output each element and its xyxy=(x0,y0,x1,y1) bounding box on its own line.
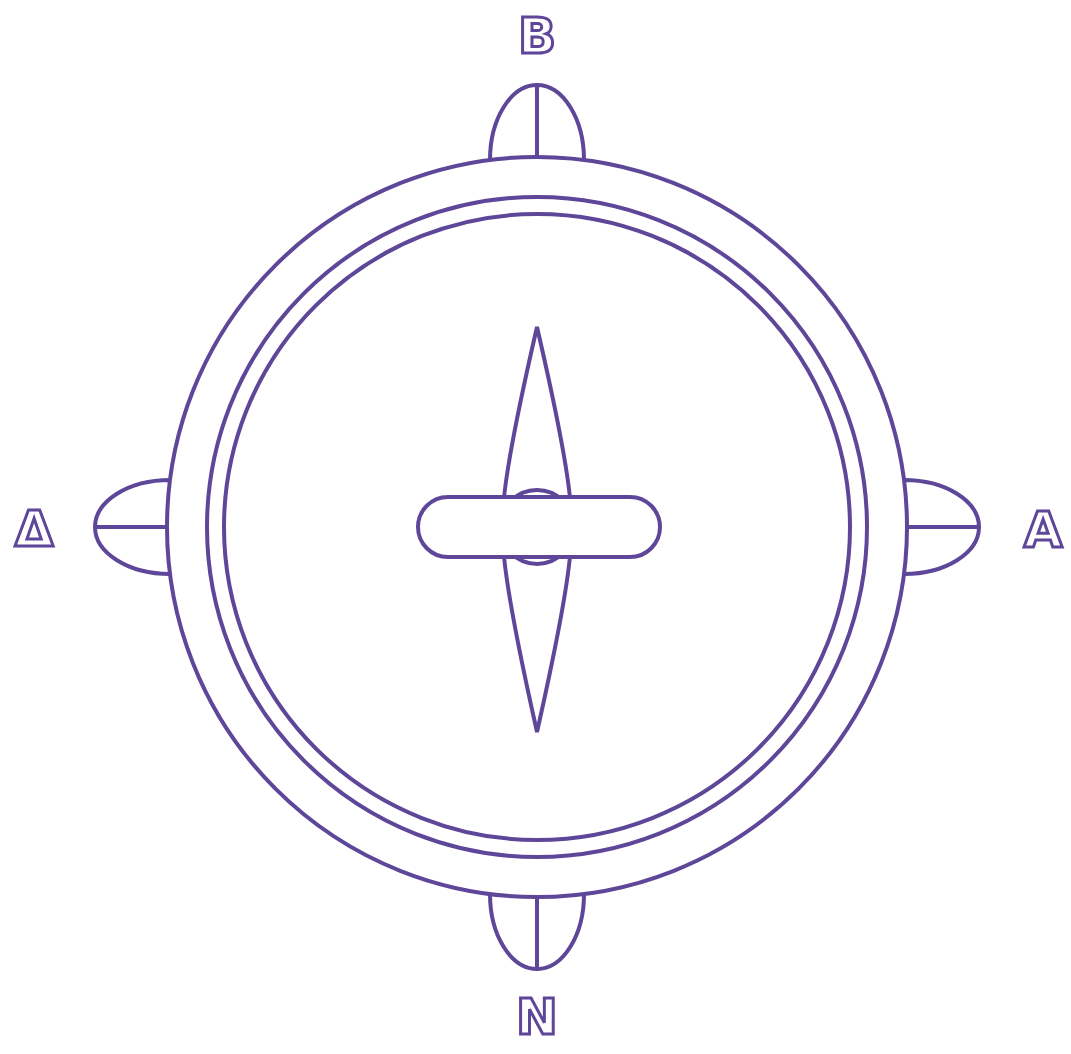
needle-bar xyxy=(418,497,660,557)
north-tab xyxy=(490,85,584,160)
west-tab xyxy=(95,480,170,574)
direction-letter: Δ xyxy=(15,504,54,554)
east-tab xyxy=(904,480,979,574)
outer-ring xyxy=(167,157,907,897)
direction-letter: A xyxy=(1024,505,1063,555)
middle-ring xyxy=(207,197,867,857)
east-tab-line xyxy=(904,525,980,529)
north-tab-line xyxy=(535,85,539,160)
south-tab-line xyxy=(535,894,539,969)
direction-letter: N xyxy=(516,992,558,1042)
west-tab-line xyxy=(95,525,170,529)
direction-letter: B xyxy=(518,11,556,61)
inner-ring xyxy=(224,214,850,840)
south-tab xyxy=(490,894,584,969)
